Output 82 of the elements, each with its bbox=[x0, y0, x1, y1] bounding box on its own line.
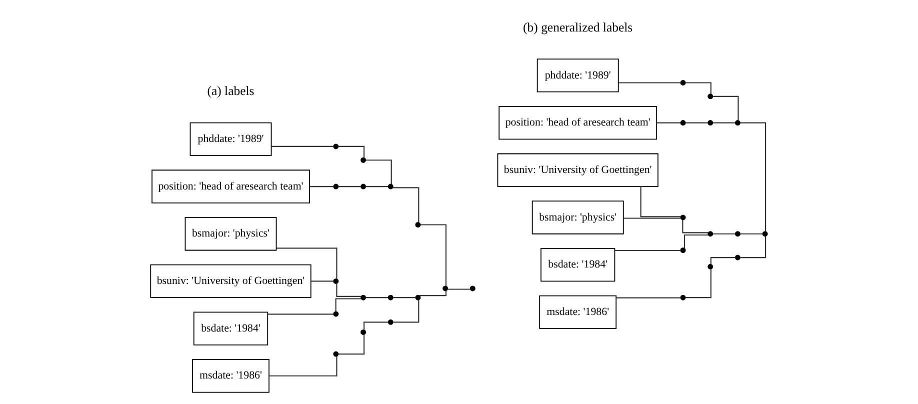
node-box: msdate: '1986' bbox=[539, 295, 617, 329]
node-dot bbox=[762, 231, 768, 237]
node-dot bbox=[388, 319, 394, 325]
connector bbox=[392, 187, 420, 222]
connector bbox=[271, 146, 334, 148]
connector bbox=[393, 297, 416, 298]
node-dot bbox=[734, 231, 740, 237]
connector bbox=[310, 186, 334, 188]
node-box: bsdate: '1984' bbox=[540, 248, 616, 282]
connector bbox=[640, 186, 681, 218]
connector bbox=[366, 297, 388, 298]
connector bbox=[336, 284, 362, 297]
connector bbox=[618, 82, 681, 84]
node-box: bsuniv: 'University of Goettingen' bbox=[497, 153, 658, 187]
node-box: phddate: '1989' bbox=[190, 122, 272, 156]
node-dot bbox=[442, 286, 448, 292]
connector bbox=[268, 314, 334, 315]
node-dot bbox=[734, 120, 740, 126]
connector bbox=[624, 218, 680, 219]
connector bbox=[269, 356, 338, 376]
node-box: position: 'head of aresearch team' bbox=[498, 106, 658, 140]
node-dot bbox=[333, 278, 339, 284]
connector bbox=[686, 122, 708, 124]
node-dot bbox=[360, 184, 366, 190]
connector bbox=[366, 186, 388, 188]
connector bbox=[338, 186, 361, 188]
node-box: bsuniv: 'University of Goettingen' bbox=[150, 264, 312, 298]
node-box: bsmajor: 'physics' bbox=[532, 200, 624, 234]
connector bbox=[740, 233, 762, 234]
connector bbox=[393, 300, 420, 323]
connector bbox=[311, 280, 334, 282]
connector bbox=[419, 290, 447, 296]
connector bbox=[712, 233, 736, 234]
connector bbox=[712, 96, 739, 120]
connector bbox=[420, 224, 447, 286]
node-dot bbox=[680, 294, 686, 300]
node-dot bbox=[680, 120, 686, 126]
label: (b) generalized labels bbox=[523, 20, 633, 34]
node-dot bbox=[388, 184, 394, 190]
node-dot bbox=[708, 264, 714, 270]
node-dot bbox=[415, 294, 421, 300]
node-box: bsdate: '1984' bbox=[193, 312, 268, 346]
connector bbox=[366, 160, 392, 184]
node-dot bbox=[680, 80, 686, 86]
node-dot bbox=[708, 231, 714, 237]
node-box: phddate: '1989' bbox=[536, 58, 619, 92]
node-dot bbox=[360, 294, 366, 300]
connector bbox=[448, 288, 470, 290]
connector bbox=[684, 234, 708, 248]
node-dot bbox=[470, 286, 476, 292]
connector bbox=[712, 122, 736, 124]
node-dot bbox=[680, 214, 686, 220]
node-dot bbox=[708, 120, 714, 126]
node-dot bbox=[415, 222, 421, 228]
connector bbox=[686, 269, 712, 298]
node-dot bbox=[734, 254, 740, 260]
node-dot bbox=[708, 94, 714, 100]
node-dot bbox=[333, 311, 339, 317]
node-dot bbox=[680, 248, 686, 253]
node-box: position: 'head of aresearch team' bbox=[152, 170, 310, 204]
node-box: bsmajor: 'physics' bbox=[184, 217, 277, 251]
connector bbox=[276, 248, 338, 280]
connector bbox=[682, 220, 708, 234]
connector bbox=[656, 122, 681, 124]
connector bbox=[335, 298, 362, 312]
connector bbox=[616, 297, 681, 298]
label: (a) labels bbox=[207, 84, 254, 98]
node-dot bbox=[333, 144, 339, 150]
connector bbox=[338, 334, 365, 355]
node-dot bbox=[360, 329, 366, 335]
connector bbox=[338, 146, 365, 158]
node-dot bbox=[388, 294, 394, 300]
connector bbox=[686, 82, 712, 94]
connector bbox=[740, 122, 766, 232]
node-dot bbox=[333, 351, 339, 357]
node-box: msdate: '1986' bbox=[192, 359, 270, 393]
node-dot bbox=[360, 157, 366, 163]
node-dot bbox=[333, 184, 339, 190]
connector bbox=[710, 256, 736, 264]
connector bbox=[614, 250, 681, 252]
connector bbox=[740, 236, 766, 258]
connector bbox=[364, 322, 388, 330]
